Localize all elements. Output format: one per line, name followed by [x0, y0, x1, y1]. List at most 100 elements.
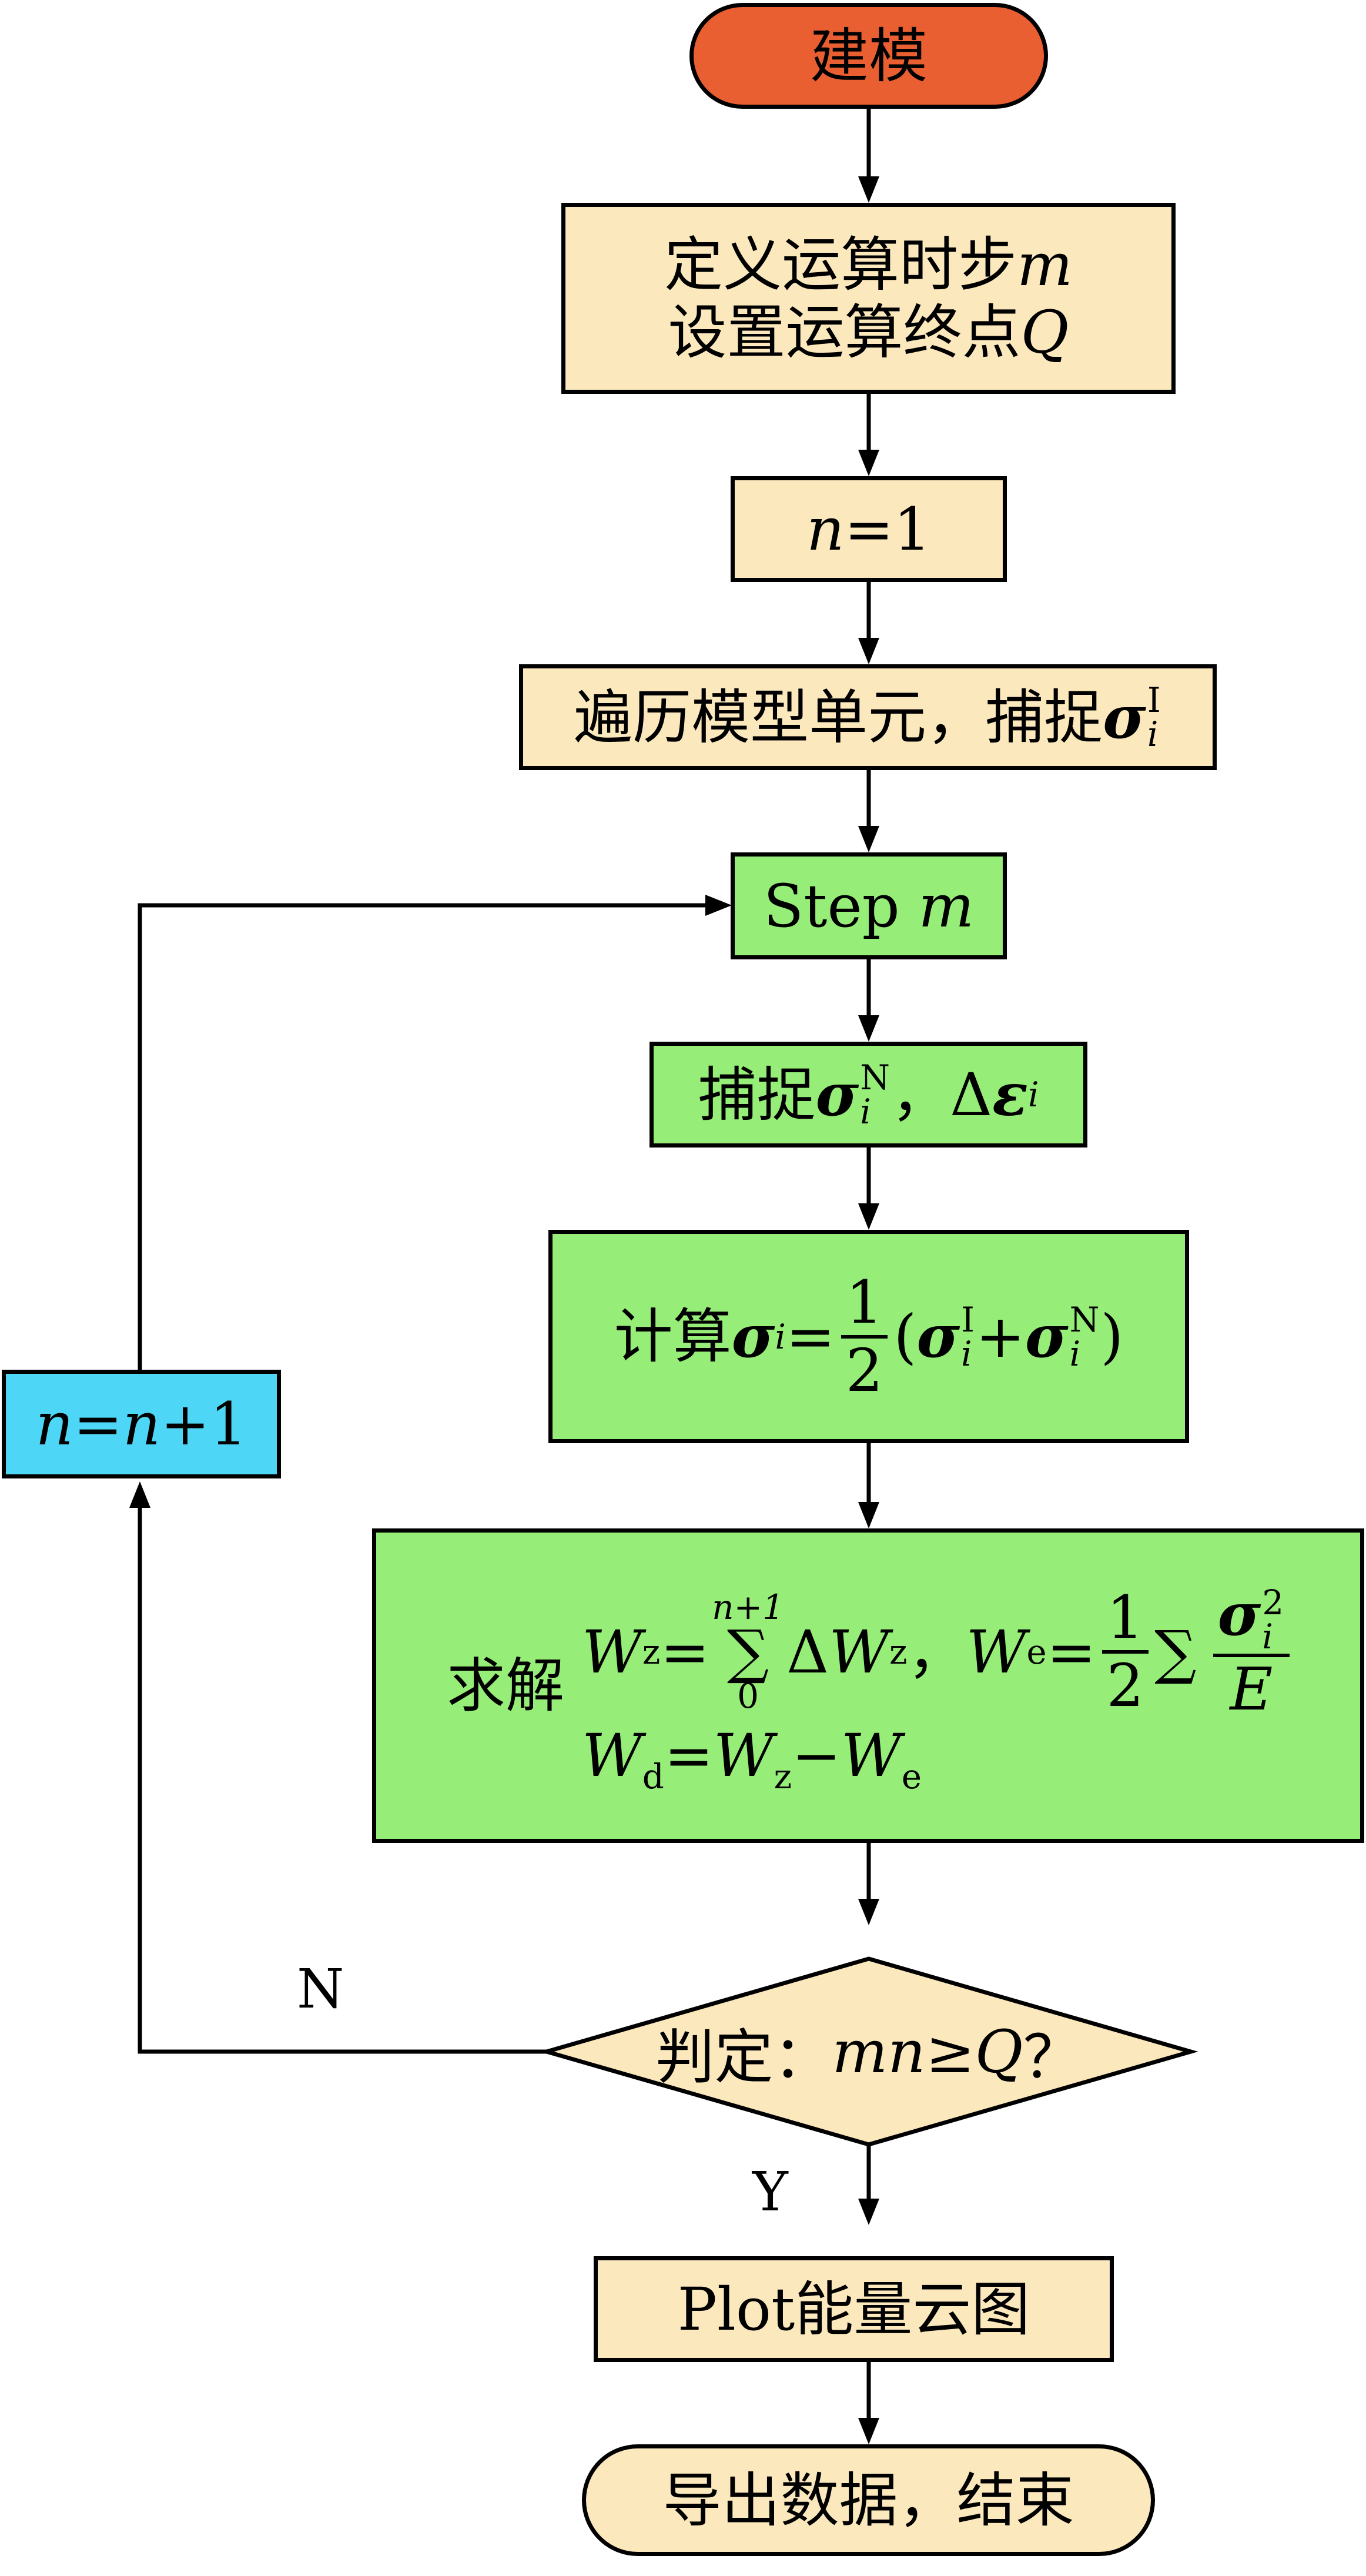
define-var-q: Q: [1020, 297, 1069, 367]
arrowhead-init: [858, 450, 879, 476]
increment-var: n: [35, 1390, 73, 1458]
compute-sigma-b: σ: [1024, 1302, 1069, 1371]
arrowhead-solve: [858, 1502, 879, 1528]
increment-node: n=n+1: [2, 1370, 281, 1478]
solve-e: E: [1230, 1655, 1273, 1724]
compute-plus: +: [976, 1302, 1025, 1371]
solve-eq1: =: [660, 1617, 710, 1687]
decision-node: 判定：mn≥Q？: [547, 1959, 1191, 2145]
loop-increment-step: [138, 903, 708, 1370]
solve-num: 1: [1101, 1585, 1149, 1654]
arrowhead-capture: [858, 1015, 879, 1042]
start-node: 建模: [689, 3, 1048, 109]
compute-lp: (: [893, 1302, 917, 1371]
compute-sup-n: N: [1069, 1299, 1100, 1340]
solve-comma: ，: [907, 1617, 966, 1687]
arrowhead-end: [858, 2418, 879, 2444]
capture-text: 捕捉: [698, 1060, 816, 1129]
capture-epsilon: ε: [992, 1059, 1028, 1129]
solve-we3: W: [841, 1721, 902, 1791]
compute-num: 1: [841, 1270, 888, 1339]
solve-we: W: [966, 1617, 1027, 1687]
compute-eq: =: [785, 1302, 835, 1371]
decision-text: 判定：: [655, 2022, 832, 2092]
solve-sum1: n+1∑0: [712, 1590, 784, 1714]
solve-sum-sym: ∑: [726, 1617, 769, 1686]
decision-q: ？: [1023, 2022, 1082, 2092]
define-line2: 设置运算终点: [668, 297, 1021, 367]
arrowhead-decision: [858, 1899, 879, 1925]
decision-var: mn: [832, 2017, 926, 2086]
compute-sigma-a: σ: [916, 1302, 960, 1371]
solve-wz3: W: [713, 1721, 774, 1791]
solve-minus: −: [792, 1721, 841, 1791]
arrowhead-define: [858, 176, 879, 203]
traverse-sup: I: [1147, 680, 1161, 720]
solve-wd-sub: d: [642, 1757, 664, 1797]
solve-eq2: =: [1046, 1617, 1096, 1687]
traverse-sigma: σ: [1103, 682, 1146, 752]
plot-text: Plot能量云图: [677, 2274, 1030, 2344]
arrowhead-traverse: [858, 638, 879, 664]
compute-sup-i: I: [961, 1299, 975, 1340]
solve-text: 求解: [447, 1651, 564, 1720]
solve-eq3: =: [664, 1721, 714, 1791]
solve-sum-top: n+1: [712, 1587, 785, 1628]
compute-rp: ): [1100, 1302, 1124, 1371]
solve-wz3-sub: z: [774, 1757, 792, 1797]
loop-decision-increment: [138, 1505, 547, 2054]
init-node: n=1: [731, 476, 1007, 582]
end-text: 导出数据，结束: [662, 2465, 1074, 2535]
decision-var2: Q: [975, 2017, 1023, 2086]
solve-we3-sub: e: [901, 1757, 922, 1797]
label-yes: Y: [752, 2160, 788, 2223]
decision-diamond: [539, 1956, 1198, 2147]
define-var-m: m: [1017, 230, 1073, 299]
capture-delta: Δ: [949, 1060, 993, 1129]
compute-sigma: σ: [731, 1302, 775, 1371]
solve-sum2: ∑: [1154, 1617, 1197, 1687]
capture-sub: i: [860, 1092, 871, 1132]
capture-sep: ，: [890, 1060, 950, 1129]
label-no: N: [297, 1958, 344, 2020]
step-var: m: [918, 871, 975, 941]
define-line1: 定义运算时步: [664, 230, 1017, 299]
arrowhead-loop-step: [705, 895, 732, 916]
compute-sub-b: i: [1069, 1333, 1081, 1374]
solve-sub: i: [1262, 1617, 1273, 1657]
start-text: 建模: [810, 21, 928, 91]
solve-wd: W: [582, 1721, 642, 1791]
increment-rest: +1: [160, 1390, 247, 1458]
compute-sub-a: i: [961, 1333, 972, 1374]
compute-text: 计算: [614, 1302, 732, 1371]
arrowhead-step: [858, 826, 879, 852]
solve-wz: W: [582, 1617, 642, 1687]
init-rest: =1: [844, 494, 931, 564]
increment-eq: =: [73, 1390, 123, 1458]
capture-sigma: σ: [815, 1059, 859, 1129]
solve-den: 2: [1106, 1651, 1144, 1720]
traverse-text: 遍历模型单元，捕捉: [574, 683, 1103, 752]
compute-den: 2: [845, 1336, 883, 1405]
init-var: n: [806, 494, 845, 564]
define-node: 定义运算时步m 设置运算终点Q: [561, 203, 1176, 394]
capture-sup: N: [860, 1058, 890, 1098]
plot-node: Plot能量云图: [594, 2256, 1114, 2362]
traverse-sub: i: [1147, 714, 1159, 754]
increment-var2: n: [122, 1390, 161, 1458]
solve-wz2: W: [829, 1617, 890, 1687]
arrowhead-increment: [129, 1481, 150, 1508]
step-text: Step: [763, 871, 919, 941]
decision-op: ≥: [925, 2017, 975, 2086]
step-node: Step m: [731, 852, 1007, 959]
end-node: 导出数据，结束: [582, 2444, 1155, 2556]
